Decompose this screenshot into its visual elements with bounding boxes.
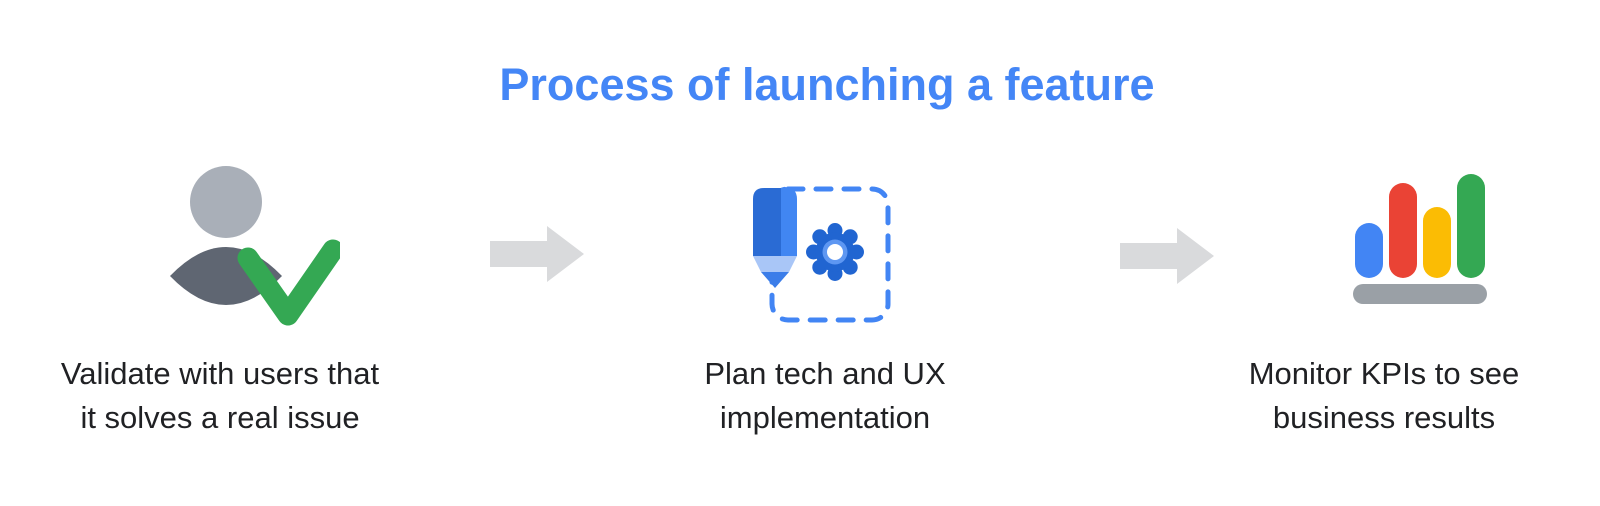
user-check-icon: [170, 166, 340, 326]
step-label-line: Validate with users that: [60, 356, 380, 391]
step-label-line: Monitor KPIs to see: [1248, 356, 1520, 391]
arrow-right-icon: [490, 226, 584, 282]
step-label-line: it solves a real issue: [80, 400, 360, 435]
pencil-gear-icon: [753, 186, 891, 323]
step-plan-label: Plan tech and UX implementation: [605, 352, 1045, 440]
step-label-line: business results: [1272, 400, 1496, 435]
arrow-right-icon: [1120, 228, 1214, 284]
bar-chart-icon: [1353, 174, 1487, 304]
page-title: Process of launching a feature: [499, 59, 1155, 110]
step-label-line: Plan tech and UX: [704, 356, 946, 391]
step-label-line: implementation: [719, 400, 931, 435]
step-validate-label: Validate with users that it solves a rea…: [0, 352, 440, 440]
step-monitor-label: Monitor KPIs to see business results: [1164, 352, 1600, 440]
